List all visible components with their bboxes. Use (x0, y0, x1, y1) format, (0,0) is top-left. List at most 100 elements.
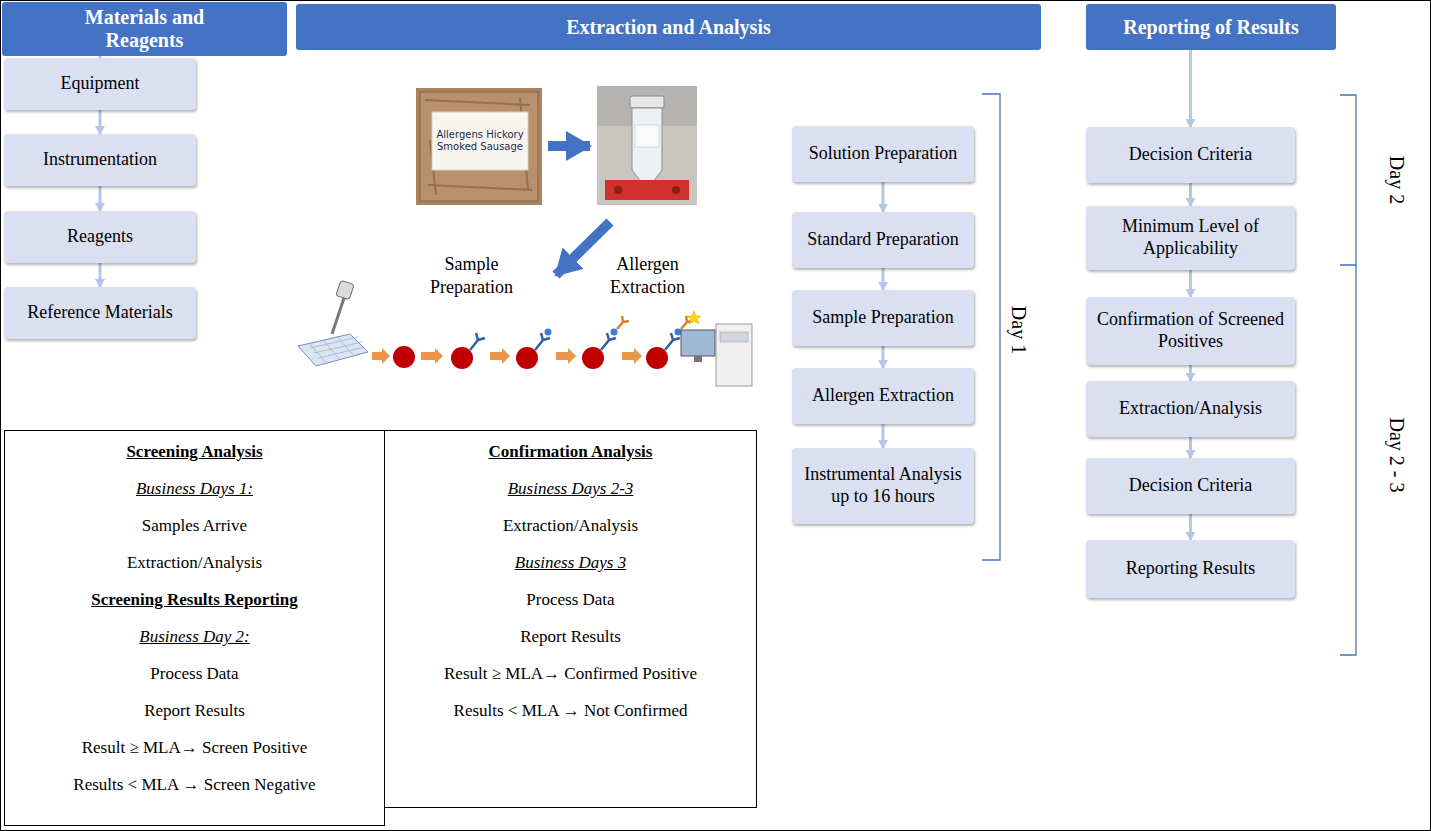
step-connector (99, 186, 102, 211)
step-connector (1189, 270, 1192, 297)
table-text: Extraction/Analysis (503, 515, 638, 537)
rack-hole (614, 186, 622, 194)
table-text: Screening Analysis (126, 441, 262, 463)
step-connector (1189, 437, 1192, 458)
process-box: Instrumental Analysis up to 16 hours (792, 448, 974, 524)
bead (646, 347, 668, 369)
section-header: Extraction and Analysis (296, 4, 1041, 50)
step-connector (882, 346, 885, 368)
photo-step: Allergen Extraction (590, 86, 705, 300)
step-connector (882, 424, 885, 448)
screen-stand (694, 356, 702, 362)
step-connector (1189, 365, 1192, 381)
process-box: Allergen Extraction (792, 368, 974, 424)
table-cell: Confirmation AnalysisBusiness Days 2-3Ex… (384, 430, 757, 808)
photo-step: Sample Preparation (395, 86, 548, 300)
bag-body (416, 88, 542, 205)
box-label: Allergen Extraction (812, 385, 954, 407)
step-connector (1189, 50, 1192, 127)
step-connector (99, 110, 102, 134)
step-arrow (490, 348, 510, 364)
process-box: Instrumentation (4, 134, 196, 186)
bead (582, 347, 604, 369)
bead (451, 347, 473, 369)
box-label: Sample Preparation (812, 307, 953, 329)
well-plate (298, 334, 368, 366)
table-cell: Screening AnalysisBusiness Days 1:Sample… (4, 430, 385, 826)
table-text: Business Days 2-3 (508, 478, 634, 500)
process-box: Solution Preparation (792, 126, 974, 182)
box-label: Minimum Level of Applicability (1091, 216, 1290, 259)
tube-rack (605, 180, 689, 200)
box-label: Decision Criteria (1129, 475, 1252, 497)
header-text: Materials and Reagents (45, 6, 245, 52)
bag-inner (420, 92, 538, 201)
allergen-dot (545, 329, 552, 336)
step-arrow (372, 348, 390, 364)
day-label: Day 2 (1385, 156, 1408, 204)
box-label: Extraction/Analysis (1119, 398, 1262, 420)
process-box: Reporting Results (1086, 540, 1295, 598)
tube-label (635, 125, 659, 147)
table-text: Extraction/Analysis (127, 552, 262, 574)
box-label: Equipment (61, 73, 140, 95)
table-text: Result ≥ MLA→ Confirmed Positive (444, 663, 697, 685)
computer-screen (681, 330, 715, 356)
table-text: Business Days 1: (136, 478, 253, 500)
process-box: Extraction/Analysis (1086, 381, 1295, 437)
step-arrow (622, 348, 642, 364)
step-connector (882, 182, 885, 212)
box-label: Standard Preparation (807, 229, 958, 251)
bag-creases (425, 98, 532, 195)
bag-label (432, 112, 528, 170)
tube-body (632, 108, 662, 186)
step-connector (882, 268, 885, 290)
table-text: Business Day 2: (139, 626, 249, 648)
table-text: Confirmation Analysis (489, 441, 653, 463)
box-label: Solution Preparation (809, 143, 957, 165)
process-box: Sample Preparation (792, 290, 974, 346)
process-box: Standard Preparation (792, 212, 974, 268)
table-text: Business Days 3 (515, 552, 626, 574)
sample-bag-photo (416, 88, 542, 205)
flow-arrow (556, 222, 610, 275)
bead (393, 346, 415, 368)
table-text: Report Results (520, 626, 621, 648)
capture-antibody (470, 333, 485, 350)
step-arrow (421, 348, 443, 364)
detection-antibody (617, 316, 629, 329)
section-header: Reporting of Results (1086, 4, 1336, 50)
rack-hole (672, 186, 680, 194)
process-box: Minimum Level of Applicability (1086, 206, 1295, 270)
analyzer-panel (720, 332, 748, 342)
allergen-dot (675, 329, 682, 336)
day-label: Day 2 - 3 (1385, 418, 1408, 493)
table-text: Process Data (526, 589, 614, 611)
table-text: Results < MLA → Not Confirmed (454, 700, 688, 722)
capture-antibody (601, 333, 616, 350)
box-label: Sample Preparation (411, 253, 533, 298)
day-bracket (1340, 95, 1356, 265)
capture-antibody (665, 333, 680, 350)
day-label: Day 1 (1007, 306, 1030, 354)
day-bracket (982, 94, 1000, 560)
plate-grid (310, 337, 365, 363)
signal-star (687, 311, 701, 324)
bead (516, 347, 538, 369)
header-text: Extraction and Analysis (566, 16, 770, 39)
table-text: Screening Results Reporting (91, 589, 298, 611)
box-label: Reference Materials (27, 302, 172, 324)
step-connector (1189, 514, 1192, 540)
table-text: Result ≥ MLA→ Screen Positive (82, 737, 308, 759)
box-label: Confirmation of Screened Positives (1091, 309, 1290, 352)
capture-antibody (535, 333, 550, 350)
allergen-dot (611, 329, 618, 336)
step-connector (99, 263, 102, 287)
process-box: Equipment (4, 58, 196, 110)
bag-label-text: Allergens Hickory Smoked Sausage (433, 129, 527, 153)
flow-arrow (548, 141, 590, 151)
analyzer-instrument (716, 324, 752, 386)
process-box: Confirmation of Screened Positives (1086, 297, 1295, 365)
process-box: Reference Materials (4, 287, 196, 339)
